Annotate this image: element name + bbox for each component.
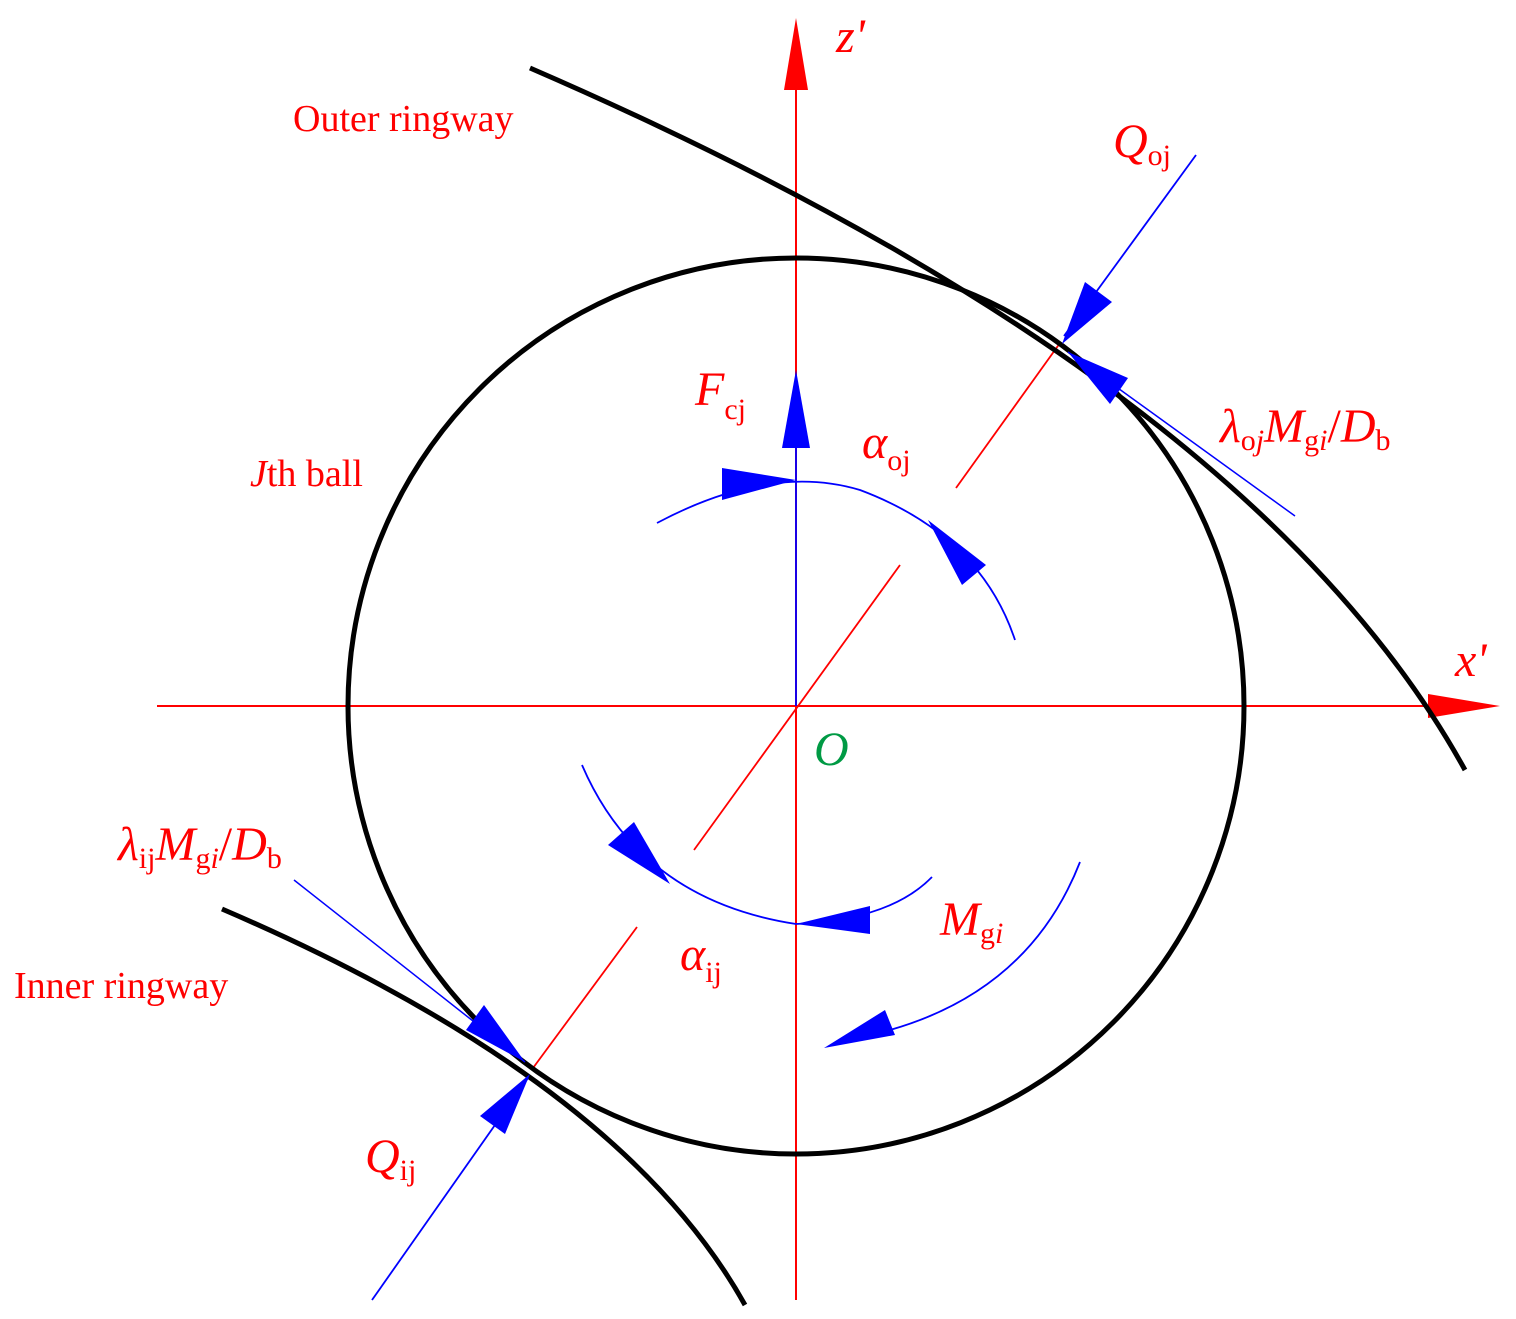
x-axis-arrowhead — [1428, 694, 1500, 718]
jth-ball-label: Jth ball — [250, 453, 363, 495]
outer-ringway-label: Outer ringway — [293, 98, 514, 140]
center-contact-line — [693, 564, 901, 851]
q-oj-arrowhead — [1062, 282, 1112, 344]
lambda-ij-label: λijMgi/Db — [116, 818, 282, 875]
alpha-ij-label: αij — [680, 928, 722, 989]
alpha-ij-start-arrowhead — [608, 822, 670, 884]
f-cj-label: Fcj — [694, 363, 746, 426]
q-ij-arrowhead — [480, 1074, 530, 1134]
lambda-ij-arrowhead — [466, 1005, 525, 1062]
alpha-oj-start-arrowhead — [722, 468, 796, 500]
alpha-ij-arc — [581, 764, 933, 925]
jth-ball — [345, 255, 1247, 1157]
mgi-label: Mgi — [939, 893, 1003, 950]
mgi-moment-arc — [889, 861, 1081, 1031]
alpha-oj-label: αoj — [862, 416, 911, 477]
lambda-oj-arrowhead — [1068, 352, 1128, 404]
z-axis-arrowhead — [784, 18, 808, 90]
q-ij-label: Qij — [365, 1130, 416, 1187]
q-oj-label: Qoj — [1113, 115, 1171, 172]
outer-contact-line — [955, 342, 1061, 489]
inner-ringway-label: Inner ringway — [14, 965, 228, 1007]
z-axis-label: z' — [835, 10, 866, 63]
alpha-ij-end-arrowhead — [796, 906, 870, 934]
inner-ringway-curve — [221, 906, 748, 1307]
origin-label: O — [814, 723, 849, 776]
alpha-oj-end-arrowhead — [928, 520, 986, 585]
mgi-arrowhead — [824, 1010, 895, 1048]
x-axis-label: x' — [1454, 634, 1487, 687]
lambda-oj-label: λojMgi/Db — [1218, 400, 1390, 457]
outer-ringway-curve — [529, 65, 1468, 772]
inner-contact-line — [532, 926, 638, 1069]
f-cj-arrowhead — [782, 370, 810, 448]
